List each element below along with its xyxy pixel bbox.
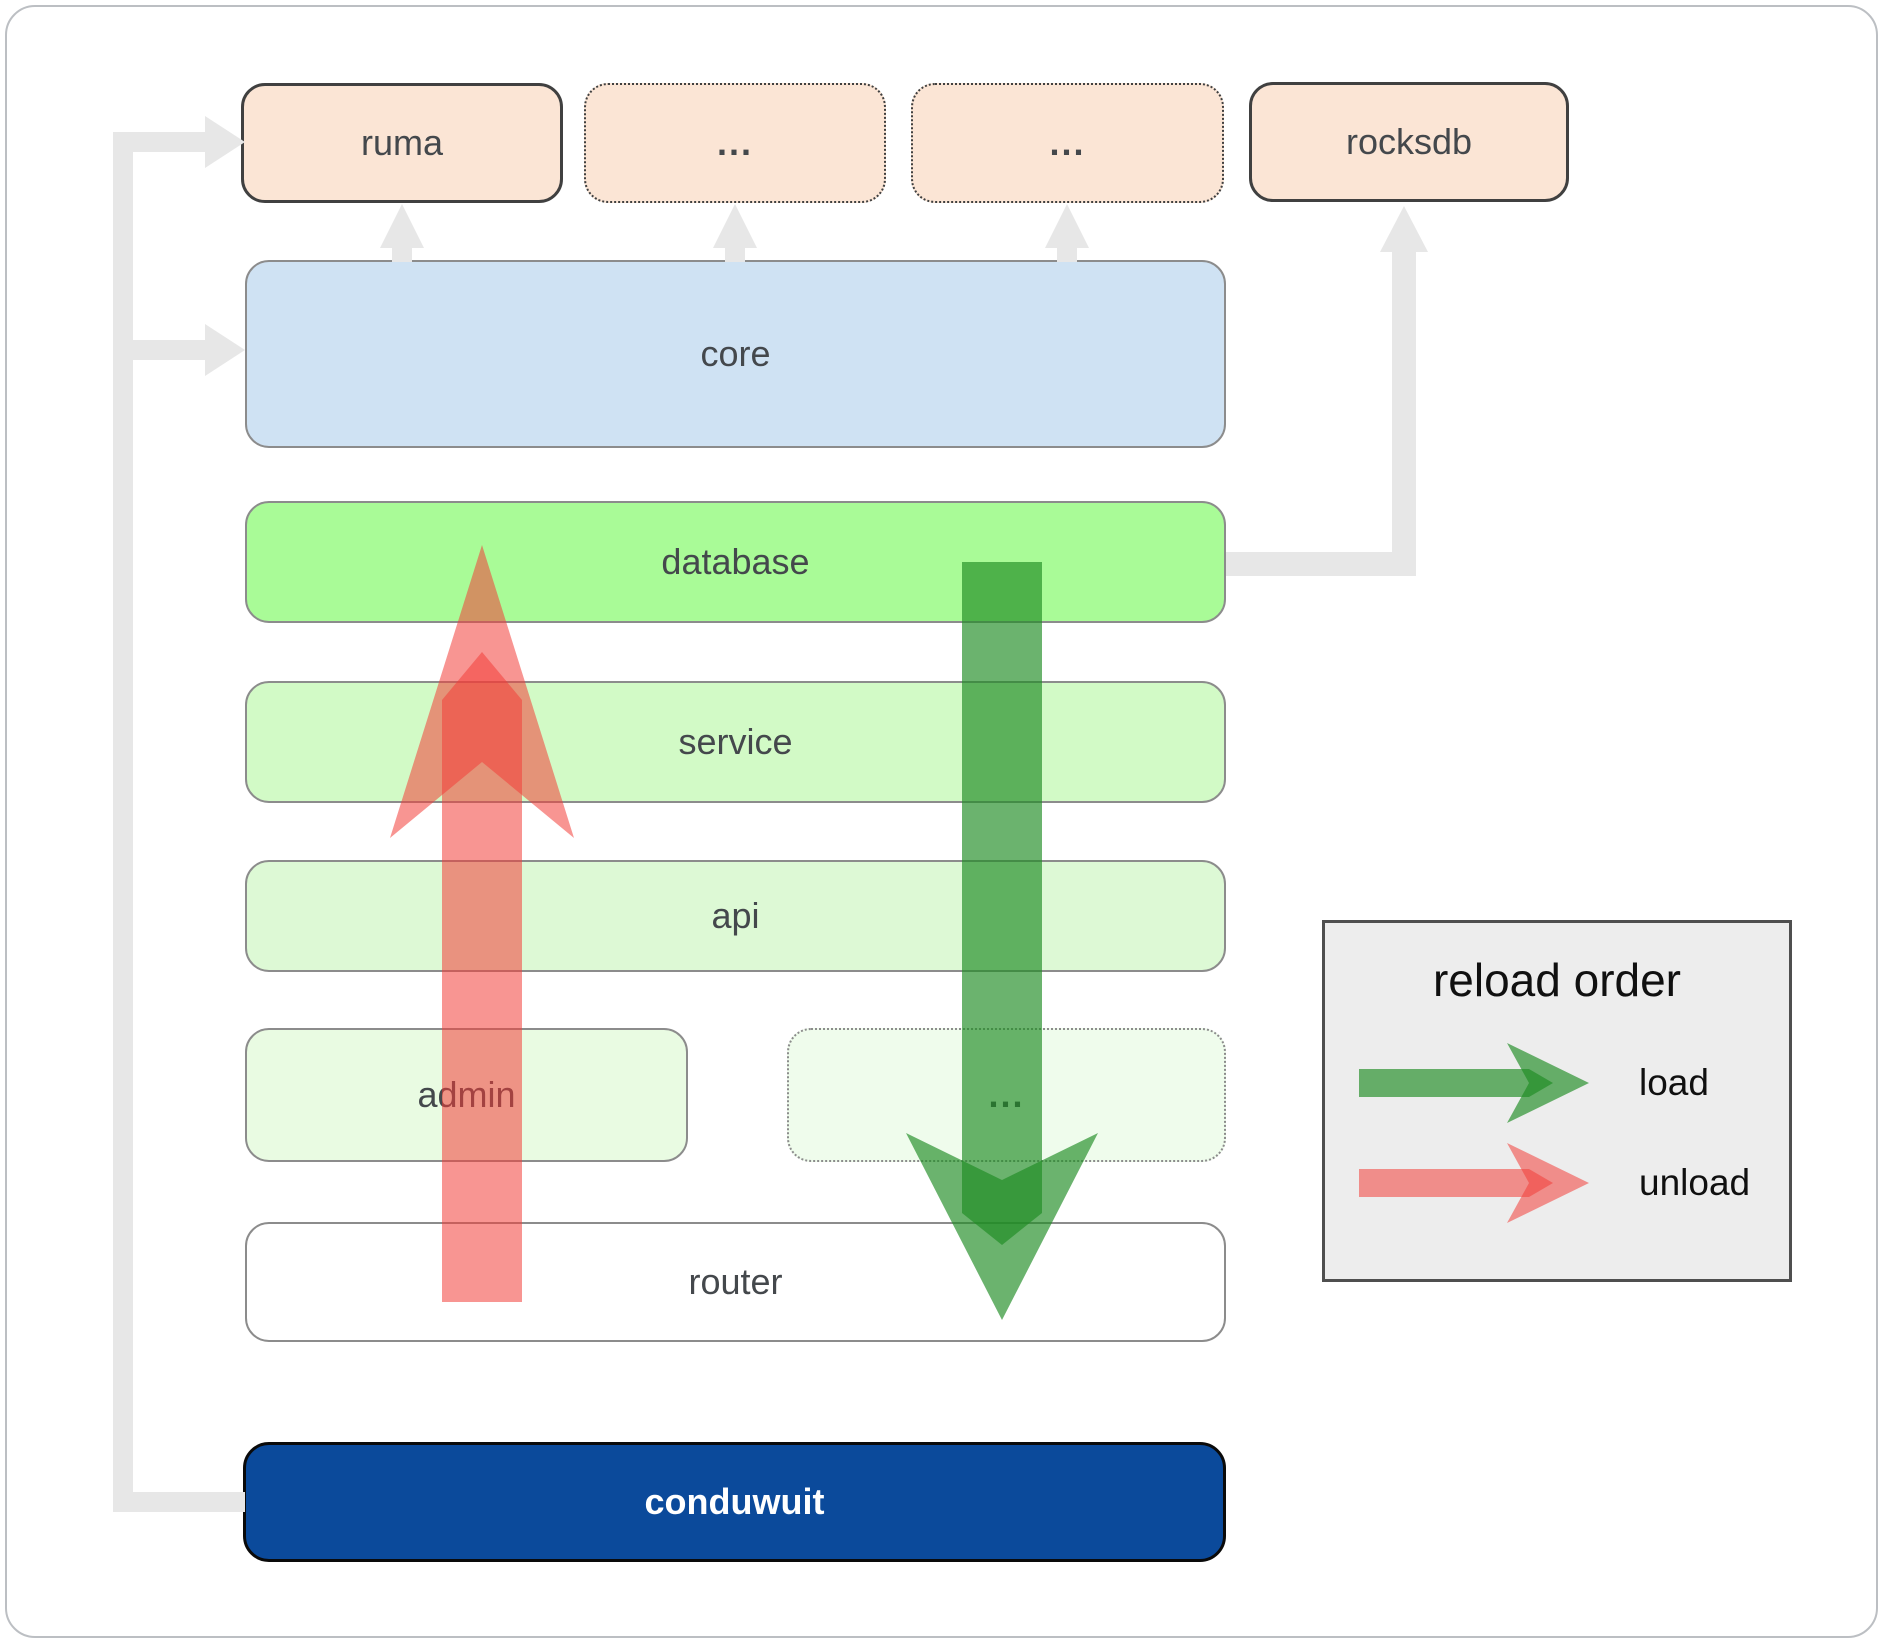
node-core: core: [245, 260, 1226, 448]
core-to-ruma-arrowhead-icon: [380, 204, 424, 248]
legend-item-unload: unload: [1359, 1141, 1750, 1225]
connector-to-core-line: [113, 340, 207, 360]
node-core-label: core: [700, 333, 771, 374]
node-router-label: router: [688, 1261, 783, 1302]
node-api-label: api: [711, 895, 760, 936]
node-other-crates-1-label: ...: [716, 122, 753, 163]
connector-to-ruma-arrowhead-icon: [205, 116, 245, 168]
node-rocksdb: rocksdb: [1249, 82, 1569, 202]
node-more-services-label: ...: [988, 1074, 1025, 1115]
node-service: service: [245, 681, 1226, 803]
node-more-services: ...: [787, 1028, 1226, 1162]
node-database-label: database: [661, 541, 810, 582]
database-to-rocksdb-arrowhead-icon: [1380, 206, 1428, 252]
node-admin: admin: [245, 1028, 688, 1162]
node-conduwuit-label: conduwuit: [644, 1481, 825, 1522]
node-ruma-label: ruma: [360, 122, 444, 163]
node-router: router: [245, 1222, 1226, 1342]
node-other-crates-2: ...: [911, 83, 1224, 203]
node-other-crates-1: ...: [584, 83, 886, 203]
connector-to-core-arrowhead-icon: [205, 324, 245, 376]
node-conduwuit: conduwuit: [243, 1442, 1226, 1562]
node-admin-label: admin: [417, 1074, 516, 1115]
node-api: api: [245, 860, 1226, 972]
node-other-crates-2-label: ...: [1049, 122, 1086, 163]
connector-to-ruma-line: [113, 132, 207, 152]
database-to-rocksdb-hline: [1226, 552, 1402, 576]
legend-item-load: load: [1359, 1041, 1709, 1125]
legend-reload-order: reload order load unload: [1322, 920, 1792, 1282]
green-right-arrow-icon: [1359, 1043, 1589, 1123]
legend-unload-label: unload: [1639, 1162, 1751, 1203]
core-to-crates2-arrowhead-icon: [1045, 204, 1089, 248]
node-service-label: service: [678, 721, 793, 762]
node-database: database: [245, 501, 1226, 623]
database-to-rocksdb-vline: [1392, 250, 1416, 576]
core-to-crates1-arrowhead-icon: [713, 204, 757, 248]
diagram-border: [5, 5, 1878, 1638]
node-rocksdb-label: rocksdb: [1345, 121, 1473, 162]
legend-load-label: load: [1639, 1062, 1709, 1103]
connector-from-conduwuit-line: [113, 1492, 245, 1512]
red-right-arrow-icon: [1359, 1143, 1589, 1223]
connector-trunk-line: [113, 132, 133, 1512]
legend-title: reload order: [1432, 954, 1682, 1006]
node-ruma: ruma: [241, 83, 563, 203]
